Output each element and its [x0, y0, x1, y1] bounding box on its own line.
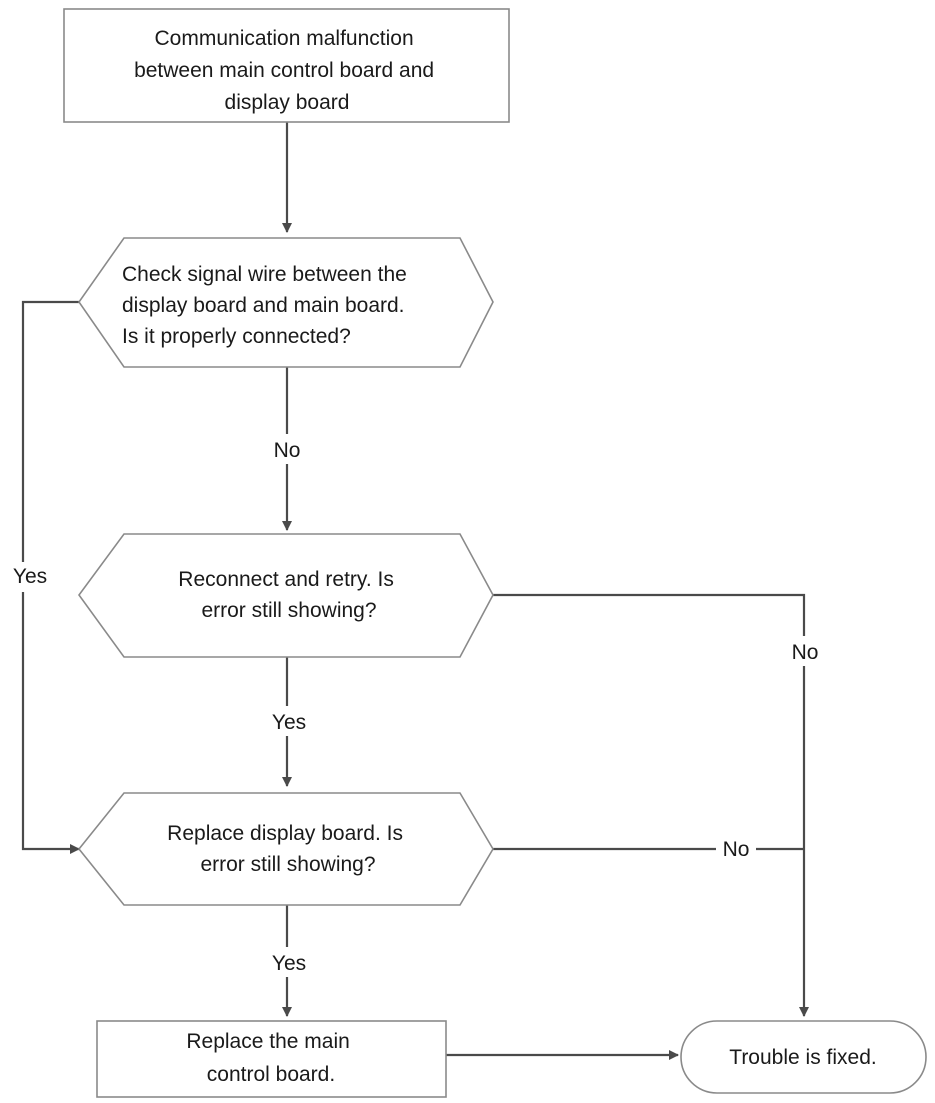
start-line-1: Communication malfunction: [155, 27, 414, 50]
check-wire-line-1: Check signal wire between the: [122, 263, 407, 286]
node-fixed: Trouble is fixed.: [680, 1020, 927, 1094]
edge-label-reconnect-no: No: [792, 641, 819, 664]
reconnect-yes-label-bg: [264, 706, 312, 736]
node-reconnect: Reconnect and retry. Is error still show…: [78, 533, 494, 658]
edge-reconnect-to-fixed: [493, 593, 809, 1017]
check-wire-text: Check signal wire between the display bo…: [122, 263, 413, 348]
reconnect-hexagon: [78, 533, 494, 658]
check-wire-line-2: display board and main board.: [122, 294, 405, 317]
fixed-terminal: [680, 1020, 927, 1094]
replace-main-line-2: control board.: [207, 1063, 335, 1086]
start-text: Communication malfunction between main c…: [134, 27, 440, 114]
node-check-wire: Check signal wire between the display bo…: [78, 237, 494, 368]
check-wire-line-3: Is it properly connected?: [122, 325, 351, 348]
reconnect-no-label-bg: [786, 636, 824, 666]
start-line-2: between main control board and: [134, 59, 434, 82]
node-replace-main: Replace the main control board.: [96, 1020, 447, 1098]
replace-main-box: [96, 1020, 447, 1098]
edge-label-check-yes: Yes: [13, 565, 47, 588]
replace-main-text: Replace the main control board.: [186, 1030, 355, 1086]
start-box: [63, 8, 510, 123]
edge-label-replace-display-no: No: [723, 838, 750, 861]
reconnect-text: Reconnect and retry. Is error still show…: [178, 568, 399, 622]
node-start: Communication malfunction between main c…: [63, 8, 510, 123]
replace-main-line-1: Replace the main: [186, 1030, 349, 1053]
node-replace-display: Replace display board. Is error still sh…: [77, 792, 494, 906]
check-no-label-bg: [268, 434, 306, 464]
replace-display-text: Replace display board. Is error still sh…: [167, 822, 409, 876]
edge-label-replace-display-yes: Yes: [272, 952, 306, 975]
check-yes-label-bg: [6, 562, 42, 592]
fixed-text: Trouble is fixed.: [729, 1046, 876, 1069]
reconnect-line-2: error still showing?: [201, 599, 376, 622]
replace-display-yes-label-bg: [264, 947, 312, 977]
replace-display-line-1: Replace display board. Is: [167, 822, 403, 845]
fixed-line-1: Trouble is fixed.: [729, 1046, 876, 1069]
edge-label-reconnect-yes: Yes: [272, 711, 306, 734]
check-wire-hexagon: [78, 237, 494, 368]
reconnect-line-1: Reconnect and retry. Is: [178, 568, 394, 591]
edge-label-check-no: No: [274, 439, 301, 462]
start-line-3: display board: [225, 91, 350, 114]
replace-display-no-label-bg: [716, 836, 756, 862]
replace-display-hexagon: [77, 792, 494, 906]
replace-display-line-2: error still showing?: [200, 853, 375, 876]
